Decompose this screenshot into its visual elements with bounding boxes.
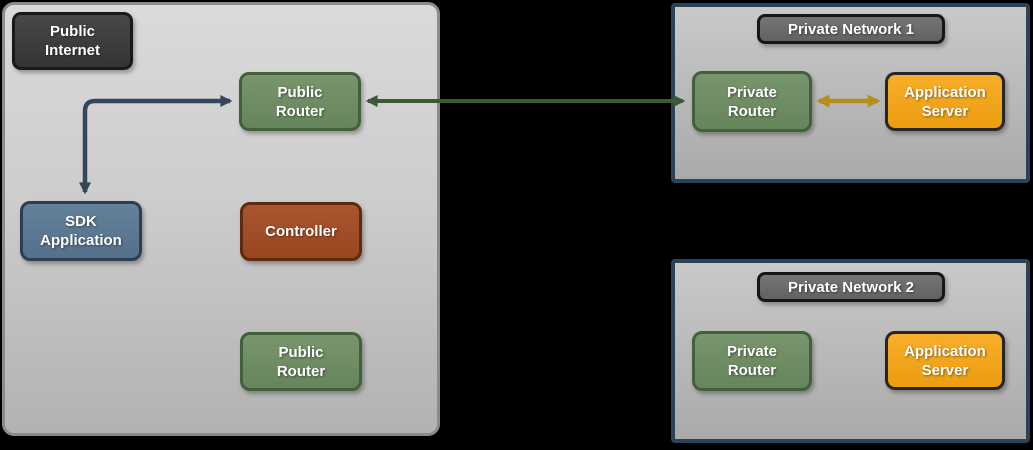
public-router-bottom-node: Public Router [240, 332, 362, 391]
controller-node: Controller [240, 202, 362, 261]
private-network-2-label: Private Network 2 [757, 272, 945, 302]
application-server-2-node: Application Server [885, 331, 1005, 390]
public-router-top-node: Public Router [239, 72, 361, 131]
private-network-1-label: Private Network 1 [757, 14, 945, 44]
private-router-2-node: Private Router [692, 331, 812, 391]
application-server-1-node: Application Server [885, 72, 1005, 131]
public-internet-label: Public Internet [12, 12, 133, 70]
sdk-application-node: SDK Application [20, 201, 142, 261]
private-router-1-node: Private Router [692, 71, 812, 132]
